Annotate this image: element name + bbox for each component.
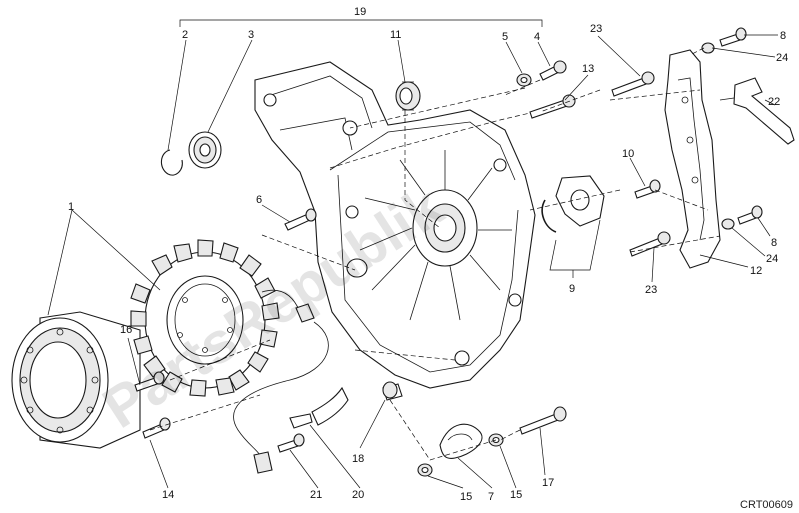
callout-24-bottom: 24 (766, 253, 778, 265)
callout-2: 2 (182, 29, 188, 41)
bearing (188, 131, 222, 169)
callout-23-top: 23 (590, 23, 602, 35)
callout-21: 21 (310, 489, 322, 501)
callout-18: 18 (352, 453, 364, 465)
callout-13: 13 (582, 63, 594, 75)
callout-5: 5 (502, 31, 508, 43)
callout-10: 10 (622, 148, 634, 160)
callout-8-bottom: 8 (771, 237, 777, 249)
callout-6: 6 (256, 194, 262, 206)
callout-1: 1 (68, 201, 74, 213)
callout-14: 14 (162, 489, 174, 501)
generator-cover (254, 61, 536, 389)
callout-12: 12 (750, 265, 762, 277)
callout-17: 17 (542, 477, 554, 489)
callout-7: 7 (488, 491, 494, 503)
callout-20: 20 (352, 489, 364, 501)
callout-3: 3 (248, 29, 254, 41)
callout-11: 11 (390, 29, 401, 41)
callout-22: 22 (768, 96, 780, 108)
callout-15-right: 15 (510, 489, 522, 501)
callout-labels: 19 2 3 11 5 4 23 8 24 13 22 10 1 6 8 24 … (68, 6, 788, 503)
group-bracket-19 (179, 19, 543, 27)
callout-15-left: 15 (460, 491, 472, 503)
spring-clip (439, 423, 483, 459)
alternator-stator (130, 239, 280, 397)
callout-24-top: 24 (776, 52, 788, 64)
callout-16: 16 (120, 324, 132, 336)
screws (134, 27, 763, 477)
reference-code: CRT00609 (740, 499, 793, 511)
oring-and-plate (541, 175, 605, 233)
callout-4: 4 (534, 31, 540, 43)
dowel-pin (382, 381, 403, 401)
support-bracket (664, 49, 721, 269)
flywheel-rotor (11, 311, 141, 449)
callout-19: 19 (354, 6, 366, 18)
oil-seal (395, 81, 421, 111)
stator-wiring (233, 289, 329, 474)
callout-9: 9 (569, 283, 575, 295)
small-bracket (719, 77, 795, 145)
wire-clamp (289, 386, 349, 429)
circlip (160, 149, 183, 176)
assembly-dash-lines (149, 47, 721, 461)
callout-8-top: 8 (780, 30, 786, 42)
leader-lines (47, 34, 778, 489)
callout-23-bottom: 23 (645, 284, 657, 296)
